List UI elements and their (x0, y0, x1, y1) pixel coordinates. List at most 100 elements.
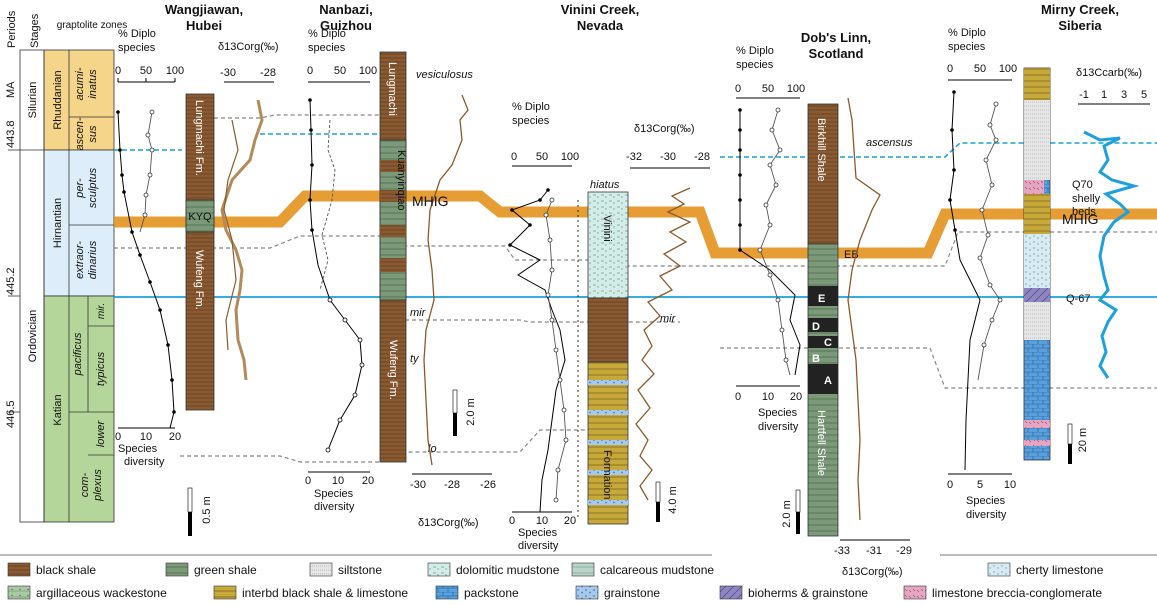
zone-ascensus-l1: ascen- (74, 117, 86, 150)
nanbazi-tick-50: 50 (334, 65, 346, 77)
vinini-title-2: Nevada (577, 18, 624, 33)
mirny-div-tick-10: 10 (1004, 479, 1016, 491)
legend-argillaceous-wackestone: argillaceous wackestone (36, 586, 167, 600)
nanbazi-div-l1: Species (314, 488, 354, 500)
vinini-div-l2: diversity (518, 540, 559, 552)
dobslinn-iso-tick-29: -29 (896, 545, 912, 557)
mirny-title-2: Siberia (1058, 18, 1102, 33)
dobslinn-bed-b: B (812, 353, 820, 365)
wangjiawan-column (185, 93, 215, 411)
dobslinn-bed-e: E (818, 293, 825, 305)
mirny-d13c-label: δ13Ccarb(‰) (1076, 67, 1142, 79)
dobslinn-tick-0: 0 (735, 83, 741, 95)
nanbazi-title-2: Guizhou (320, 18, 372, 33)
dobslinn-bed-a: A (824, 375, 832, 387)
wangjiawan-tick-100: 100 (166, 65, 184, 77)
nanbazi-label-mir: mir (410, 307, 427, 319)
nanbazi-div-tick-20: 20 (362, 475, 374, 487)
vinini-iso-tick-28: -28 (694, 151, 710, 163)
zone-typicus: typicus (95, 351, 107, 386)
periods-header: Periods (6, 10, 18, 48)
mirny-div-tick-5: 5 (977, 479, 983, 491)
zone-lower: lower (95, 420, 107, 448)
zone-complexus: com-plexus (79, 469, 104, 502)
wangjiawan-div-tick-20: 20 (169, 431, 181, 443)
wangjiawan-scale: 0.5 m (201, 496, 213, 524)
dobslinn-div-l2: diversity (758, 421, 799, 433)
vinini-hiatus: hiatus (590, 179, 620, 191)
nanbazi-diplo-l1: % Diplo (308, 28, 346, 40)
wangjiawan-diplo-l1: % Diplo (118, 28, 156, 40)
dobslinn-div-l1: Species (758, 407, 798, 419)
vinini-d13c-label: δ13Corg(‰) (634, 123, 695, 135)
age-446-5: 446.5 (5, 400, 17, 428)
wangjiawan-iso-tick-30: -30 (220, 67, 236, 79)
vinini-iso-tick-30: -30 (660, 151, 676, 163)
dobslinn-d13c-curve (847, 97, 881, 521)
nanbazi-label-lo: lo (428, 443, 437, 455)
dobslinn-title-2: Scotland (809, 46, 864, 61)
zone-acuminatus-l1: acumi- (74, 67, 86, 100)
mirny-div-tick-0: 0 (947, 479, 953, 491)
nanbazi-label-vesiculosus: vesiculosus (416, 69, 473, 81)
mhig-band (114, 190, 1157, 259)
zone-acuminatus: acumi-inatus (74, 67, 99, 100)
section-nanbazi: Nanbazi, Guizhou % Diplo species 0 50 10… (305, 2, 496, 529)
vinini-scale: 4.0 m (667, 486, 679, 514)
nanbazi-diplo-l2: species (308, 42, 346, 54)
wangjiawan-d13c-curve (220, 99, 264, 381)
dobslinn-div-tick-0: 0 (735, 391, 741, 403)
nanbazi-title-1: Nanbazi, (319, 2, 372, 17)
wangjiawan-div-tick-0: 0 (115, 431, 121, 443)
dobslinn-d13c-label: δ13Corg(‰) (842, 566, 903, 578)
mhig-label-mirny: MHIG (1062, 211, 1099, 227)
zone-acuminatus-l2: inatus (87, 69, 99, 99)
nanbazi-fm1: Lungmachi (386, 62, 398, 116)
nanbazi-iso-tick-26: -26 (480, 479, 496, 491)
wangjiawan-diplo-axis: 0 50 100 (115, 65, 184, 83)
wangjiawan-title-2: Hubei (186, 18, 222, 33)
stages-header: Stages (29, 13, 41, 48)
vinini-label-mir: mir (660, 313, 677, 325)
nanbazi-tick-0: 0 (307, 65, 313, 77)
zone-persculptus-l1: per- (74, 178, 86, 199)
age-443-8: 443.8 (5, 120, 17, 148)
wangjiawan-tick-0: 0 (115, 65, 121, 77)
mirny-div-l1: Species (966, 495, 1006, 507)
mirny-div-l2: diversity (966, 509, 1007, 521)
dobslinn-bed-c: C (824, 337, 832, 349)
zone-extraordinarius-l2: dinarius (87, 240, 99, 279)
nanbazi-iso-tick-30: -30 (410, 479, 426, 491)
legend-dolomitic-mudstone: dolomitic mudstone (456, 563, 560, 577)
legend-packstone: packstone (464, 586, 519, 600)
zone-complexus-l2: plexus (92, 469, 104, 502)
dobslinn-diplo-l1: % Diplo (736, 45, 774, 57)
zone-complexus-l1: com- (79, 472, 91, 497)
wangjiawan-iso-tick-28: -28 (260, 67, 276, 79)
vinini-div-tick-0: 0 (509, 515, 515, 527)
section-wangjiawan: Wangjiawan, Hubei % Diplo species 0 50 1… (115, 2, 279, 536)
nanbazi-fm2: Kuanyinqiao (395, 150, 407, 211)
mirny-diplo-l1: % Diplo (948, 27, 986, 39)
vinini-iso-tick-32: -32 (626, 151, 642, 163)
wangjiawan-div-l2: diversity (124, 456, 165, 468)
nanbazi-div-tick-10: 10 (332, 475, 344, 487)
zone-mir: mir. (96, 303, 107, 319)
legend-green-shale: green shale (194, 563, 257, 577)
wangjiawan-fm1: Lungmachi Fm. (193, 100, 205, 176)
legend-interbd-shale-limestone: interbd black shale & limestone (242, 586, 408, 600)
nanbazi-d13c-curve (423, 94, 469, 466)
wangjiawan-fm2: Wufeng Fm. (193, 250, 205, 310)
zone-persculptus: per-sculptus (74, 167, 99, 208)
dobslinn-ascensus: ascensus (866, 137, 913, 149)
mirny-tick-100: 100 (999, 63, 1017, 75)
legend-bioherms-grainstone: bioherms & grainstone (748, 586, 868, 600)
nanbazi-scale: 2.0 m (465, 398, 477, 426)
nanbazi-iso-tick-28: -28 (444, 479, 460, 491)
nanbazi-tick-100: 100 (359, 65, 377, 77)
dobslinn-title-1: Dob's Linn, (801, 30, 871, 45)
zone-extraordinarius: extraor-dinarius (74, 240, 99, 279)
mirny-scale: 20 m (1077, 428, 1089, 452)
wangjiawan-title-1: Wangjiawan, (165, 2, 243, 17)
vinini-fm1: Vinini (601, 215, 613, 242)
